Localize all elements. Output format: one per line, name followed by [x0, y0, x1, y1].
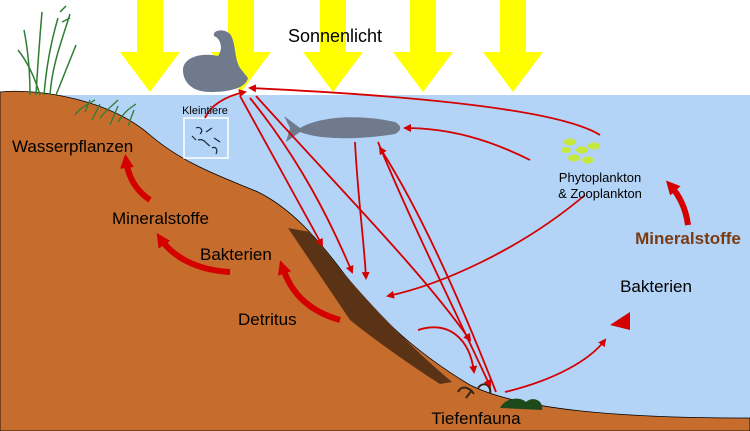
arrow-deepfauna-to-fish [378, 146, 497, 393]
arrow-fish-to-deepfauna [377, 141, 492, 388]
label-water-plants: Wasserpflanzen [12, 137, 133, 156]
label-bacteria-left: Bakterien [200, 245, 272, 264]
sun-arrow-5 [483, 0, 543, 92]
label-minerals-left: Mineralstoffe [112, 209, 209, 228]
arrow-deepfauna-to-bacteria [504, 338, 607, 393]
label-plankton-line1: Phytoplankton [559, 170, 641, 185]
nutrient-cycle-arrows [120, 154, 691, 323]
fish-icon [284, 116, 401, 142]
arrow-swan-to-detritus-2 [249, 97, 354, 274]
submerged-plants-icon [74, 99, 137, 127]
reed-plants-icon [17, 5, 77, 96]
plankton-icon [561, 138, 600, 164]
small-animals-box [183, 117, 229, 159]
label-sunlight: Sonnenlicht [288, 26, 382, 46]
arrow-fish-to-detritus [354, 141, 370, 280]
arrow-swan-to-detritus-1 [239, 95, 323, 247]
arrow-smallanimals-to-swan [204, 89, 247, 119]
arrow-minerals-to-plants [120, 154, 152, 203]
sun-arrow-4 [393, 0, 453, 92]
label-bacteria-right: Bakterien [620, 277, 692, 296]
detritus-layer [288, 228, 452, 384]
lake-sediment [0, 90, 750, 431]
sunlight-arrows [120, 0, 543, 92]
label-deep-fauna: Tiefenfauna [431, 409, 521, 428]
food-web-arrows [204, 84, 607, 393]
swan-icon [183, 30, 248, 92]
arrow-plankton-to-swan [248, 84, 601, 136]
arrow-minerals-to-plankton-right [665, 180, 691, 226]
arrow-plankton-to-detritus [386, 194, 586, 299]
arrow-plankton-to-fish [403, 124, 531, 161]
label-small-animals: Kleintiere [182, 105, 228, 117]
sun-arrow-1 [120, 0, 180, 92]
deep-fauna-icon [457, 383, 543, 410]
arrow-swan-to-deepfauna [255, 95, 472, 342]
sun-arrow-3 [303, 0, 363, 92]
arrow-detritus-to-bacteria-left [277, 260, 341, 323]
label-plankton-line2: & Zooplankton [558, 186, 642, 201]
arrow-bacteria-to-minerals-left [156, 233, 231, 275]
arrowhead-bacteria-right [610, 312, 630, 330]
arrow-detritus-to-deepfauna [417, 326, 478, 374]
label-minerals-right: Mineralstoffe [635, 229, 741, 248]
label-detritus: Detritus [238, 310, 297, 329]
